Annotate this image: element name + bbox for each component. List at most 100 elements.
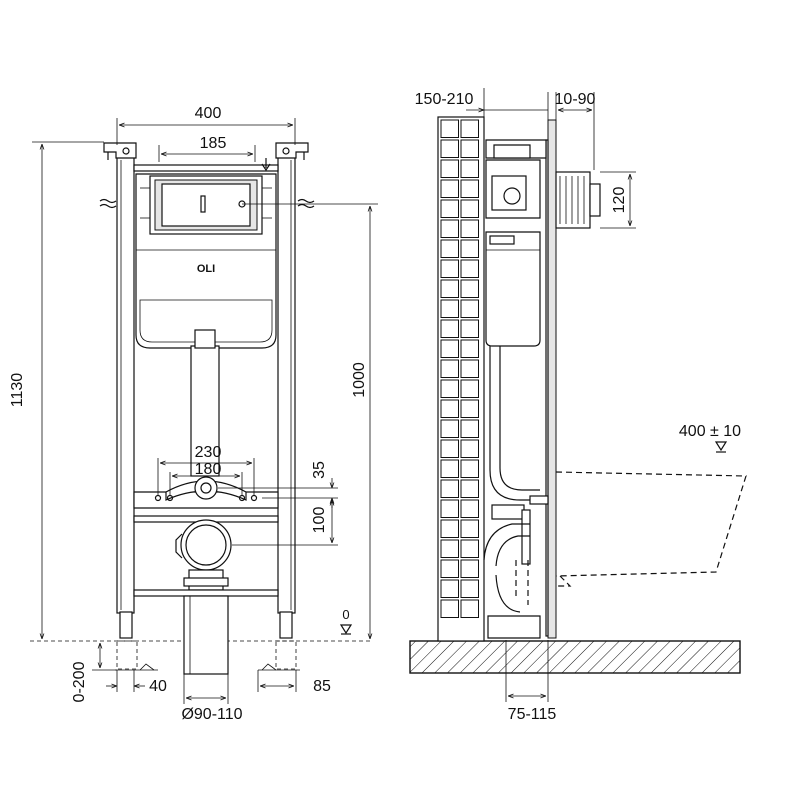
drain-bend-side <box>483 523 530 561</box>
svg-text:75-115: 75-115 <box>508 706 557 723</box>
wall-tile <box>440 519 459 538</box>
wall-tile <box>440 299 459 318</box>
foot-left <box>115 611 158 671</box>
mounting-plate <box>133 476 279 509</box>
wall-tile <box>440 279 459 298</box>
wall-tile <box>440 119 459 138</box>
svg-text:0-200: 0-200 <box>71 661 88 702</box>
wall-tile <box>460 319 479 338</box>
svg-text:Ø90-110: Ø90-110 <box>181 706 242 723</box>
front-panel <box>547 119 557 639</box>
wall-tile <box>460 419 479 438</box>
inlet-top-icon <box>261 158 271 172</box>
svg-text:150-210: 150-210 <box>415 91 474 108</box>
drain-pipe <box>183 595 229 675</box>
front-view: OLI <box>9 105 378 723</box>
wall-tile <box>460 159 479 178</box>
wall-tile <box>440 359 459 378</box>
svg-text:185: 185 <box>200 135 227 152</box>
wall-tile <box>440 459 459 478</box>
wall-tile <box>440 439 459 458</box>
wall-tile <box>460 299 479 318</box>
wall-tile <box>440 599 459 618</box>
wall-tile <box>460 119 479 138</box>
wall-tile <box>460 219 479 238</box>
svg-text:120: 120 <box>611 187 628 214</box>
floor-level-mark: 0 <box>339 607 353 635</box>
dim-foot-right: 85 <box>257 670 331 695</box>
wall-tile <box>460 399 479 418</box>
wall-tile <box>440 219 459 238</box>
wall-tile <box>460 539 479 558</box>
drain-bend <box>175 519 232 591</box>
dim-wall-depth: 150-210 <box>415 88 549 120</box>
frame-left-upright <box>116 144 135 614</box>
brand-logo: OLI <box>197 263 215 275</box>
wall-tile <box>440 139 459 158</box>
side-view: 150-210 10-90 120 400 ± 10 75-115 <box>409 88 747 723</box>
wall-tile <box>460 559 479 578</box>
svg-text:0: 0 <box>342 607 349 622</box>
inlet-right-icon <box>297 198 315 209</box>
wall-tile <box>460 379 479 398</box>
wall-tile <box>460 279 479 298</box>
wall-tile <box>440 319 459 338</box>
wall-tile <box>440 539 459 558</box>
dim-front-adjust: 10-90 <box>555 91 596 170</box>
water-connection <box>555 171 601 229</box>
wall-tile <box>460 519 479 538</box>
wall-tile <box>460 259 479 278</box>
dim-vertical-offsets: 35 100 <box>218 461 338 546</box>
toilet-bowl-outline <box>555 471 747 577</box>
wall-tile <box>440 419 459 438</box>
floor-slab <box>409 640 741 674</box>
wall-tile <box>460 139 479 158</box>
wall-tile <box>440 559 459 578</box>
inlet-left-icon <box>99 198 117 209</box>
dim-reference-height: 100 0 <box>242 203 378 639</box>
wall-tile <box>440 479 459 498</box>
wall-tile <box>460 459 479 478</box>
wall-tile <box>460 499 479 518</box>
svg-text:1000: 1000 <box>351 362 368 398</box>
svg-text:10-90: 10-90 <box>555 91 596 108</box>
wall-tile <box>440 379 459 398</box>
wall-tile <box>460 179 479 198</box>
wall-tile <box>460 339 479 358</box>
svg-text:100: 100 <box>311 507 328 534</box>
frame-right-upright <box>277 144 296 614</box>
wall-tile <box>460 599 479 618</box>
dim-frame-width: 400 <box>116 105 296 145</box>
seat-height-mark: 400 ± 10 <box>679 423 741 453</box>
dim-bolt-spacing: 230 180 <box>157 444 255 496</box>
svg-text:1130: 1130 <box>9 373 26 408</box>
wall-tile <box>460 579 479 598</box>
svg-text:85: 85 <box>313 678 331 695</box>
dim-foot-adjust: 0-200 <box>71 643 117 702</box>
wall-tile <box>440 259 459 278</box>
tiled-wall <box>437 116 485 642</box>
wall-tile <box>440 399 459 418</box>
dim-connection-height: 120 <box>600 171 636 229</box>
wall-tile <box>460 439 479 458</box>
flush-pipe <box>190 345 220 477</box>
wall-tile <box>440 179 459 198</box>
button-panel <box>140 175 272 235</box>
dim-foot-left: 40 <box>106 670 167 695</box>
dim-drain-diameter: Ø90-110 <box>181 674 243 723</box>
dim-frame-height: 1130 <box>9 141 104 639</box>
wall-tile <box>460 239 479 258</box>
svg-text:180: 180 <box>195 461 222 478</box>
cistern-side <box>485 139 547 347</box>
wall-tile <box>460 359 479 378</box>
svg-text:40: 40 <box>149 678 167 695</box>
svg-text:400: 400 <box>195 105 222 122</box>
wall-tile <box>440 579 459 598</box>
wall-tile <box>460 479 479 498</box>
top-bracket-left <box>103 142 137 160</box>
svg-text:400 ± 10: 400 ± 10 <box>679 423 741 440</box>
dim-drain-offset: 75-115 <box>505 640 557 723</box>
wall-tile <box>440 339 459 358</box>
svg-text:230: 230 <box>195 444 222 461</box>
